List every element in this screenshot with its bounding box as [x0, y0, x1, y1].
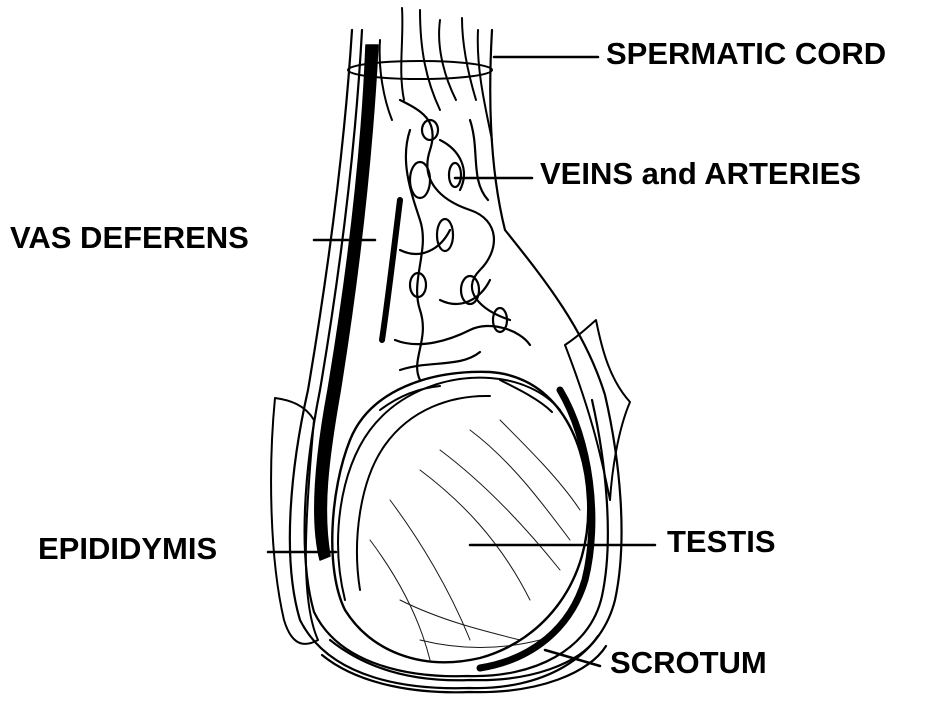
- label-testis: TESTIS: [667, 526, 776, 557]
- epididymis-shape: [338, 378, 560, 600]
- label-spermatic-cord: SPERMATIC CORD: [606, 38, 886, 69]
- scrotum-wall: [271, 30, 630, 692]
- cord-strands: [380, 8, 492, 140]
- label-vas-deferens: VAS DEFERENS: [10, 222, 249, 253]
- veins-arteries-network: [395, 100, 530, 380]
- testis-body: [332, 372, 592, 668]
- label-scrotum: SCROTUM: [610, 647, 767, 678]
- label-epididymis: EPIDIDYMIS: [38, 533, 217, 564]
- label-veins-and-arteries: VEINS and ARTERIES: [540, 158, 861, 189]
